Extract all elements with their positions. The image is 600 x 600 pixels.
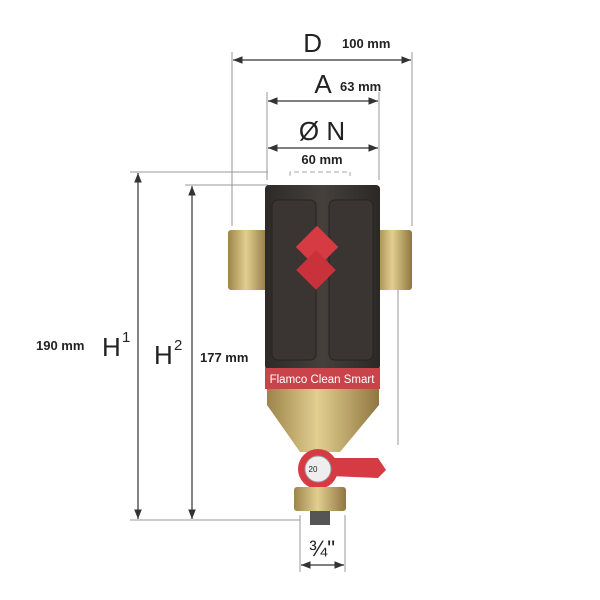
drain-stem [310, 511, 330, 525]
red-band [265, 368, 380, 389]
dim-N-label: Ø N [299, 116, 345, 146]
dim-A-label: A [314, 69, 332, 99]
band-text: Flamco Clean Smart [270, 374, 376, 386]
flamco-logo-icon [295, 225, 339, 290]
valve-handle [330, 458, 386, 478]
dim-H1-label: H [102, 332, 121, 362]
dim-A-value: 63 mm [340, 79, 381, 94]
dim-D-label: D [303, 28, 322, 58]
dimension-lines [134, 56, 411, 569]
dim-H2-sup: 2 [174, 337, 182, 354]
dim-H2-label: H [154, 340, 173, 370]
drain-nut [294, 487, 346, 511]
dirt-separator-product: Flamco Clean Smart 20 [228, 171, 412, 525]
dim-D-value: 100 mm [342, 36, 390, 51]
dim-H2-value: 177 mm [200, 350, 248, 365]
brass-cone [267, 388, 379, 452]
dim-H1-value: 190 mm [36, 338, 84, 353]
dim-H1-sup: 1 [122, 329, 130, 346]
right-brass-connector [376, 230, 412, 290]
dim-N-value: 60 mm [301, 152, 342, 167]
dim-drain-value: ¾" [309, 536, 335, 561]
dial-value: 20 [309, 465, 318, 474]
extension-lines [130, 52, 413, 572]
left-brass-connector [228, 230, 268, 290]
